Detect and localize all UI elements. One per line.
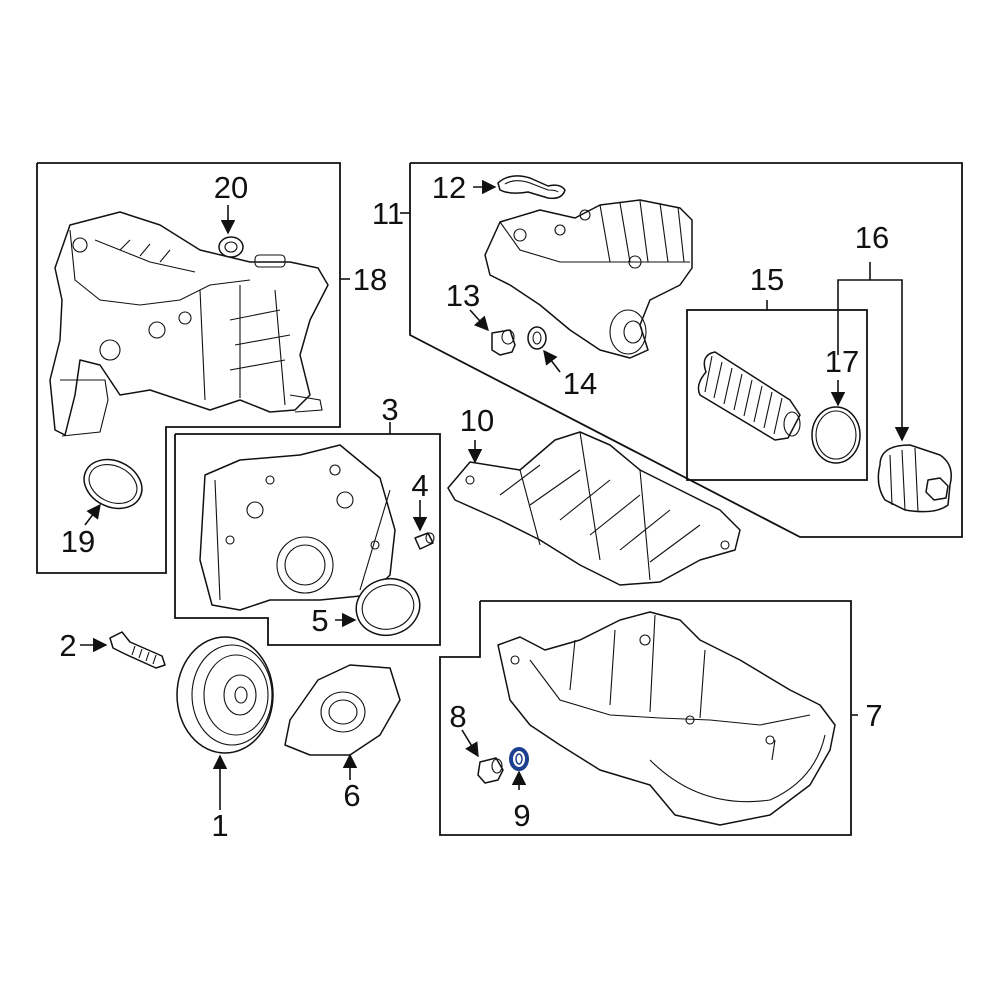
- callout-16: 16: [855, 220, 889, 255]
- callout-14: 14: [563, 366, 597, 401]
- callout-2: 2: [59, 628, 76, 663]
- group-box-3: [174, 433, 441, 646]
- callout-labels: 1 2 3 4 5 6 7 8 9 10 11 12 13 14 15 16 1…: [59, 170, 889, 843]
- gasket-part-12: [497, 175, 566, 200]
- callout-1: 1: [211, 808, 228, 843]
- bolt-part-2: [109, 631, 166, 669]
- group-box-11: [409, 162, 963, 538]
- leader-lines: [80, 179, 910, 810]
- callout-20: 20: [214, 170, 248, 205]
- seal-part-5: [355, 577, 421, 637]
- callout-19: 19: [61, 524, 95, 559]
- o-ring-part-19: [83, 458, 143, 510]
- callout-3: 3: [381, 392, 398, 427]
- oil-filter-housing-part-11: [484, 199, 693, 359]
- seal-plate-part-6: [284, 664, 401, 756]
- callout-5: 5: [311, 603, 328, 638]
- callout-7: 7: [865, 698, 882, 733]
- group-box-18: [36, 162, 341, 574]
- callout-4: 4: [411, 468, 428, 503]
- callout-11: 11: [372, 196, 404, 231]
- filter-element-part-15: [697, 351, 801, 441]
- o-ring-part-17: [811, 406, 861, 464]
- drain-plug-part-8: [477, 757, 504, 784]
- front-cover-part-3: [199, 444, 396, 611]
- seal-part-20: [218, 236, 244, 258]
- drain-plug-gasket-part-9: [509, 747, 529, 771]
- filter-cap-part-16: [877, 444, 952, 513]
- callout-8: 8: [449, 699, 466, 734]
- dowel-part-4: [414, 532, 435, 550]
- callout-10: 10: [460, 403, 494, 438]
- group-box-7: [439, 600, 852, 836]
- callout-12: 12: [432, 170, 466, 205]
- oil-pan-part-7: [497, 611, 836, 826]
- callout-6: 6: [343, 778, 360, 813]
- callout-9: 9: [513, 798, 530, 833]
- baffle-part-10: [447, 431, 741, 586]
- group-box-15: [686, 309, 868, 481]
- plug-part-13: [491, 329, 516, 356]
- seal-ring-part-14: [527, 326, 547, 350]
- callout-18: 18: [353, 262, 387, 297]
- callout-17: 17: [825, 344, 859, 379]
- engine-module-part-18: [49, 211, 329, 437]
- callout-13: 13: [446, 278, 480, 313]
- crankshaft-pulley-part-1: [176, 636, 274, 754]
- callout-15: 15: [750, 262, 784, 297]
